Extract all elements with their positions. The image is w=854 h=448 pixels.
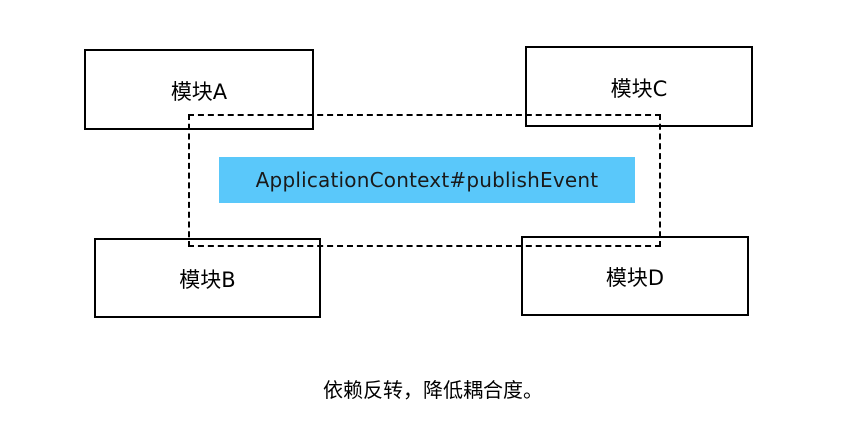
publish-event-box: ApplicationContext#publishEvent xyxy=(219,157,635,203)
publish-event-label: ApplicationContext#publishEvent xyxy=(255,168,599,192)
module-a-label: 模块A xyxy=(170,79,228,104)
diagram-caption: 依赖反转，降低耦合度。 xyxy=(323,378,543,402)
module-d-label: 模块D xyxy=(605,266,665,290)
module-c-label: 模块C xyxy=(610,76,668,101)
module-b-label: 模块B xyxy=(179,268,236,292)
module-b-box: 模块B xyxy=(94,238,321,318)
module-d-box: 模块D xyxy=(521,236,749,316)
module-a-box: 模块A xyxy=(84,49,314,130)
module-c-box: 模块C xyxy=(525,46,753,127)
